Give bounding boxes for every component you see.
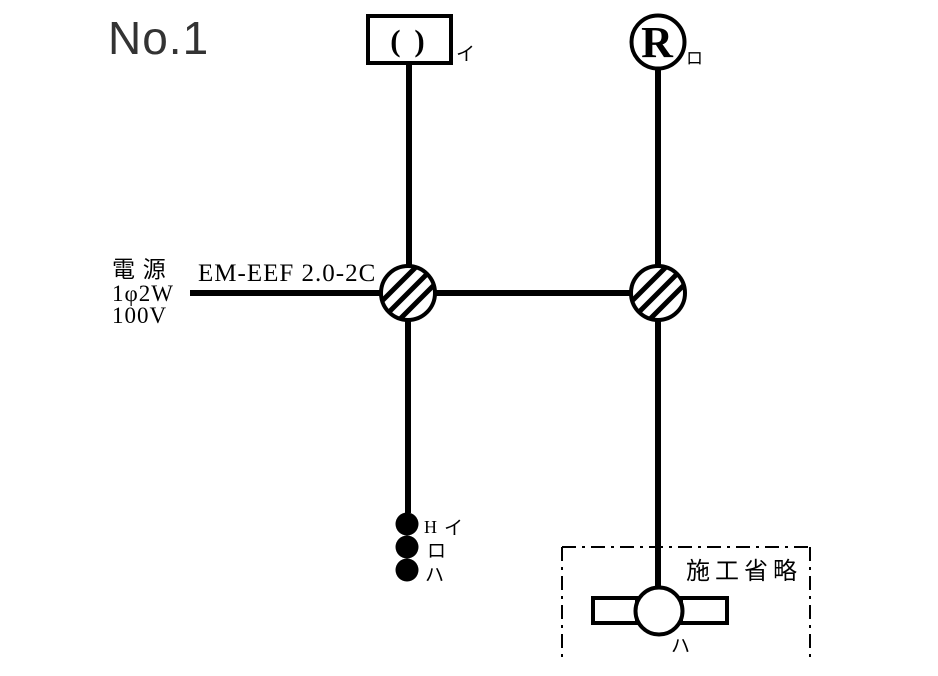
power-source-line2: 1φ2W [112, 281, 174, 306]
cable-label: EM-EEF 2.0-2C [198, 260, 376, 287]
switch-group: H イ ロ ハ [395, 512, 463, 586]
switch-dot-3 [395, 558, 419, 582]
receptacle-outline [629, 13, 687, 71]
lamp-circuit-label: ハ [671, 636, 690, 657]
power-source-label: 電 源 1φ2W 100V [112, 257, 174, 328]
construction-omitted-label: 施工省略 [686, 558, 802, 585]
power-source-line1: 電 源 [112, 257, 167, 282]
rosette-bracket-glyph: ( ) [390, 23, 427, 58]
lamp-body [633, 585, 685, 637]
fluorescent-lamp-symbol [591, 585, 729, 637]
receptacle-circuit-label: ロ [686, 49, 703, 68]
junction-box-left [379, 264, 437, 322]
receptacle-letter: R [641, 18, 674, 67]
switch-2-label: ロ [427, 541, 446, 562]
switch-3-label: ハ [425, 565, 444, 586]
page-title: No.1 [108, 12, 209, 64]
lamp-end-right [679, 596, 729, 625]
lamp-end-left [591, 596, 639, 625]
ceiling-rosette-symbol: ( ) [366, 14, 453, 65]
switch-1-label: イ [444, 518, 463, 539]
switch-dot-1 [395, 512, 419, 536]
construction-omitted-box [561, 546, 811, 661]
switch-1-h-mark: H [424, 517, 437, 537]
rosette-circuit-label: イ [456, 44, 475, 65]
switch-dot-2 [395, 535, 419, 559]
lamp-receptacle-symbol: R [629, 13, 687, 71]
power-source-line3: 100V [112, 303, 167, 328]
rosette-outline [366, 14, 453, 65]
